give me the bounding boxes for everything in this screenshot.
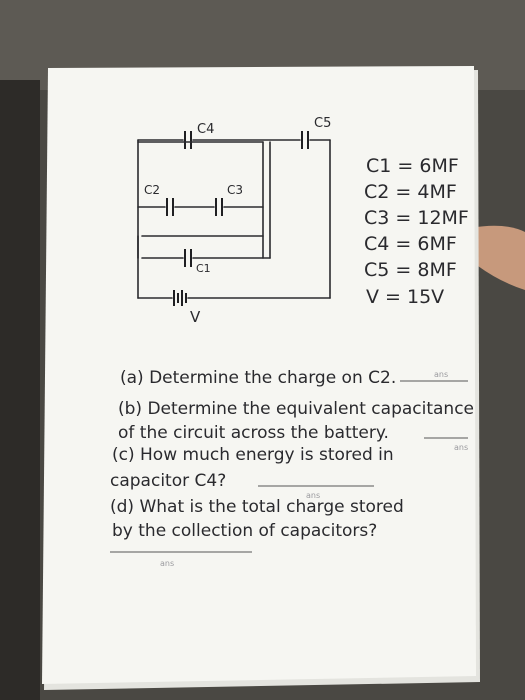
question-d-line2: by the collection of capacitors? [112, 521, 377, 541]
answer-marker-a: ans [434, 370, 448, 379]
question-c-line2: capacitor C4? [110, 471, 226, 491]
label-c5: C5 [314, 116, 331, 131]
value-c3: C3 = 12MF [364, 207, 469, 229]
label-c1: C1 [196, 262, 211, 275]
answer-marker-b: ans [454, 443, 468, 452]
question-b-line1: (b) Determine the equivalent capacitance [118, 399, 474, 419]
label-v: V [190, 308, 201, 326]
label-c2: C2 [144, 183, 160, 197]
label-c4: C4 [197, 122, 214, 137]
value-c2: C2 = 4MF [364, 181, 457, 203]
question-c-line1: (c) How much energy is stored in [112, 445, 394, 465]
background-left [0, 80, 40, 700]
value-c5: C5 = 8MF [364, 259, 457, 281]
values-list: C1 = 6MF C2 = 4MF C3 = 12MF C4 = 6MF C5 … [364, 155, 469, 308]
circuit-diagram: C4 C5 C2 C3 C1 V [137, 116, 331, 326]
paper-sheet [42, 66, 476, 684]
answer-marker-c: ans [306, 491, 320, 500]
question-d-line1: (d) What is the total charge stored [110, 497, 404, 517]
questions: (a) Determine the charge on C2. ans (b) … [110, 368, 474, 568]
question-b-line2: of the circuit across the battery. [118, 423, 389, 443]
question-a: (a) Determine the charge on C2. [120, 368, 396, 388]
answer-marker-d: ans [160, 559, 174, 568]
value-c4: C4 = 6MF [364, 233, 457, 255]
value-c1: C1 = 6MF [366, 155, 459, 177]
hand [469, 225, 525, 290]
value-v: V = 15V [366, 286, 444, 308]
label-c3: C3 [227, 183, 243, 197]
